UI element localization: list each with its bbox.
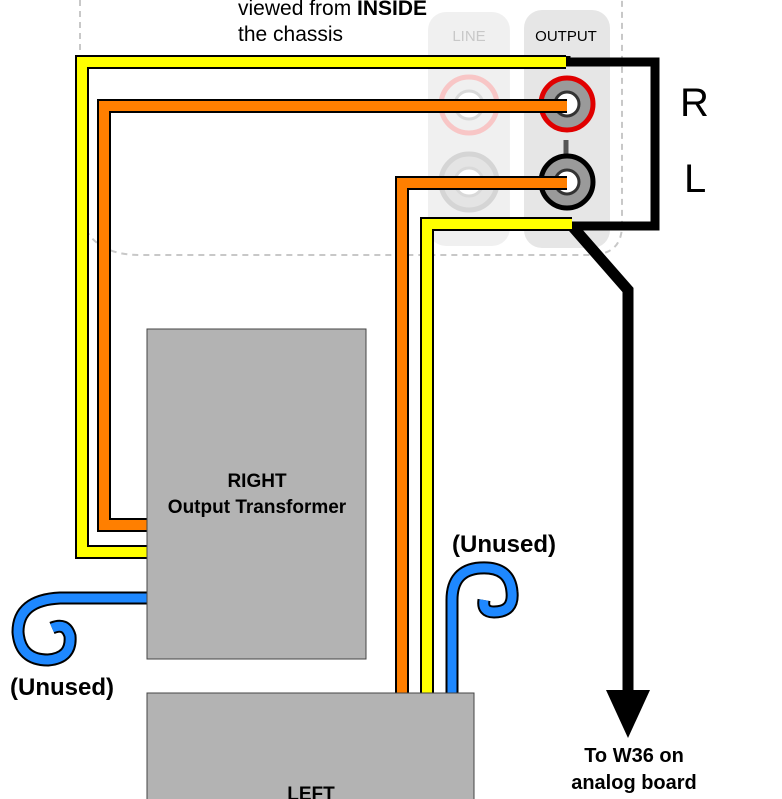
- ground-label-line2: analog board: [571, 772, 697, 794]
- r-channel-label: R: [680, 81, 709, 125]
- right-blue-wire: [13, 593, 147, 665]
- left-yellow-wire: [422, 219, 572, 695]
- right-transformer-title: RIGHT: [227, 471, 287, 492]
- line-jack-panel: [428, 12, 510, 246]
- caption-line2: the chassis: [238, 23, 343, 46]
- line-label: LINE: [452, 28, 485, 45]
- l-channel-label: L: [684, 157, 706, 201]
- right-transformer: [146, 328, 367, 660]
- ground-label-line1: To W36 on: [584, 745, 684, 767]
- left-transformer-title: LEFT: [287, 784, 335, 799]
- right-transformer-subtitle: Output Transformer: [168, 497, 347, 518]
- left-transformer: [146, 692, 475, 799]
- unused-label-left: (Unused): [10, 674, 114, 701]
- left-blue-wire: [447, 563, 517, 695]
- right-yellow-wire: [77, 57, 566, 557]
- ground-lead-wire: [567, 222, 634, 700]
- output-label: OUTPUT: [535, 28, 597, 45]
- caption-line1: viewed from INSIDE: [238, 0, 427, 20]
- left-orange-wire: [397, 178, 567, 695]
- unused-label-top: (Unused): [452, 531, 556, 558]
- ground-arrow: [606, 690, 650, 738]
- left-blue-wire-outline: [445, 561, 519, 695]
- right-orange-wire: [99, 101, 567, 530]
